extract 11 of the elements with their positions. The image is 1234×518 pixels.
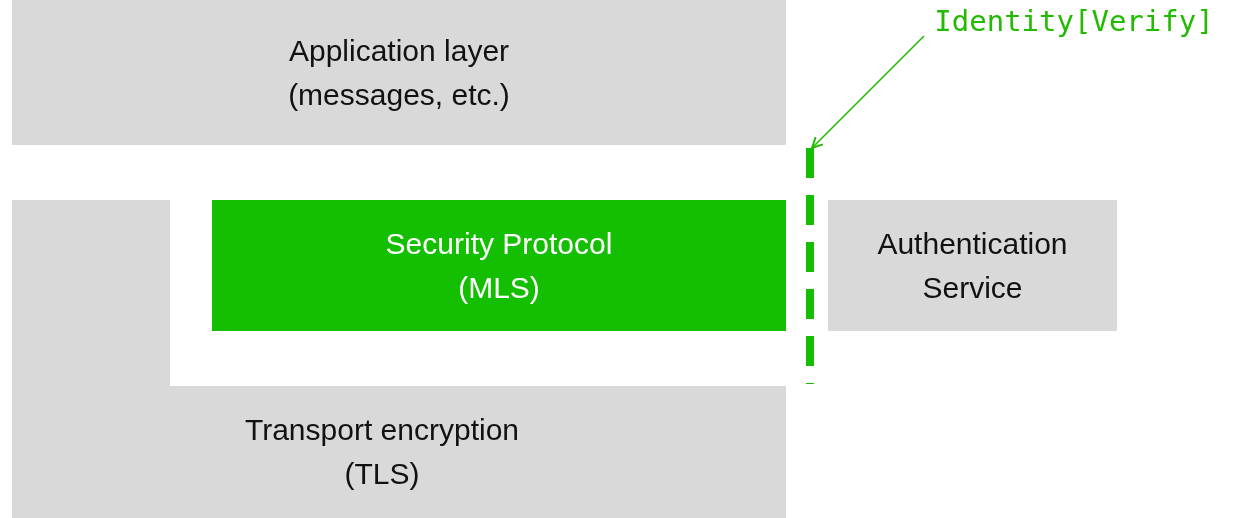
service-label: Authentication Service bbox=[876, 225, 1069, 306]
layer-label: Transport encryption (TLS) bbox=[244, 412, 520, 492]
service-box bbox=[828, 200, 1117, 331]
leader-line bbox=[811, 35, 925, 149]
protocol-box bbox=[212, 200, 786, 331]
protocol-label: Security Protocol (MLS) bbox=[384, 225, 614, 306]
dashed-boundary-line bbox=[806, 148, 814, 384]
layer-box bbox=[12, 200, 786, 518]
callout-label: Identity[Verify] bbox=[934, 3, 1214, 40]
layer-label: Application layer (messages, etc.) bbox=[287, 32, 511, 113]
layer-box bbox=[12, 0, 786, 145]
